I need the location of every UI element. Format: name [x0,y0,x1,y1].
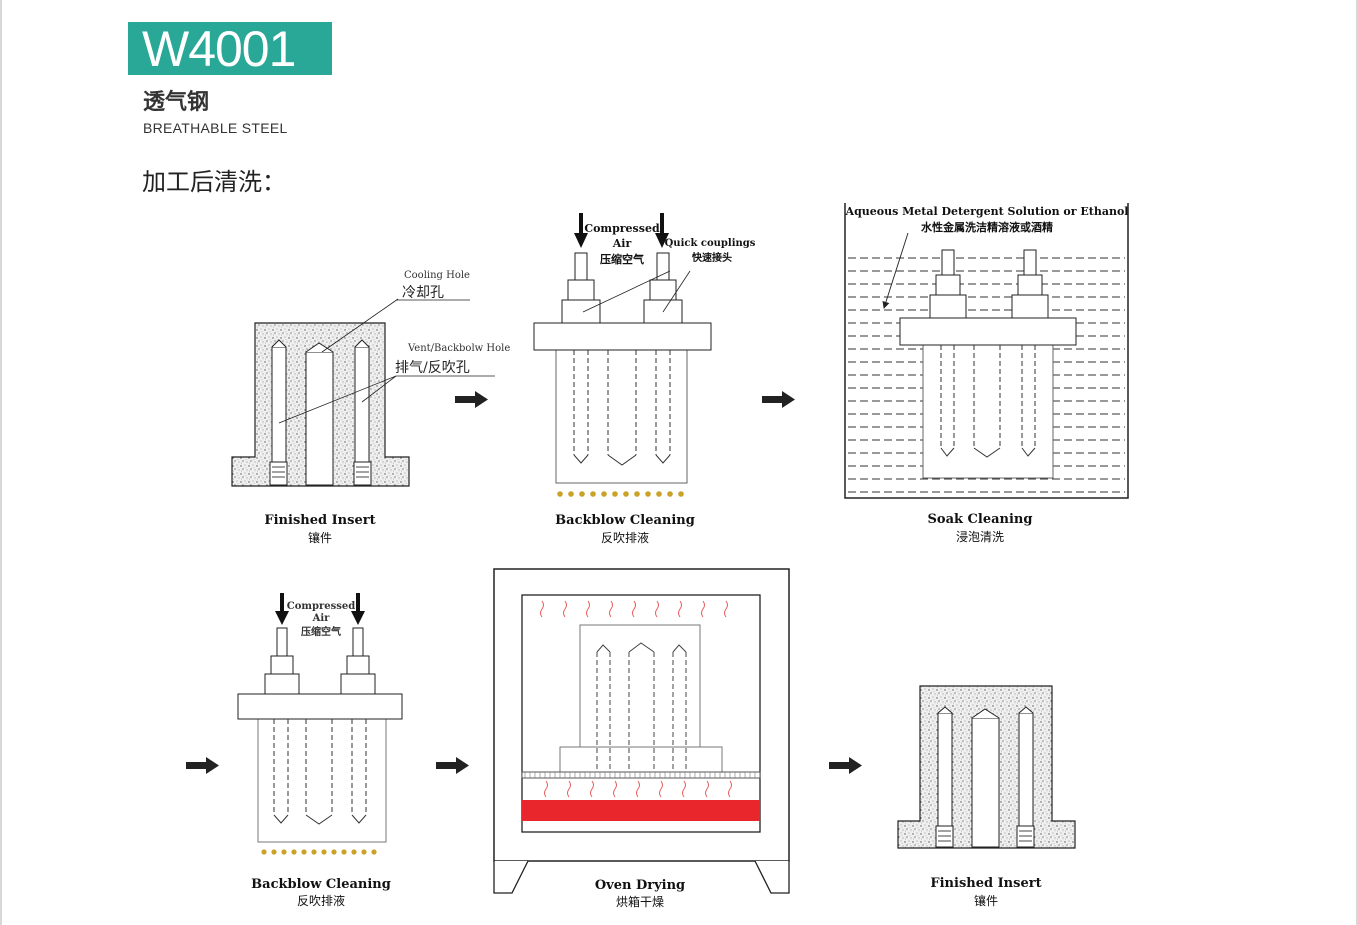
finished-insert-2-drawing [897,685,1076,849]
step1-caption-en: Finished Insert [264,513,375,528]
heat-wave [544,780,548,798]
compressed-air-2-label-cn: 压缩空气 [301,625,341,638]
product-title-cn: 透气钢 [143,90,210,115]
compressed-air-2-label-1: Compressed [287,601,355,612]
heat-wave [659,780,663,798]
step6-caption-cn: 镶件 [974,893,998,908]
solution-label-cn: 水性金属洗洁精溶液或酒精 [921,220,1053,234]
page-border-right [1356,0,1358,925]
step2-caption-cn: 反吹排液 [601,530,649,545]
heat-wave [724,600,728,618]
compressed-air-label-1: Compressed [584,222,660,235]
product-code-badge: W4001 [128,22,332,76]
section-title: 加工后清洗： [142,168,286,196]
step3-caption-cn: 浸泡清洗 [956,530,1004,544]
heat-wave [540,600,544,618]
cooling-hole-label-cn: 冷却孔 [402,285,444,301]
flow-arrow-3 [186,757,219,774]
finished-insert-drawing: Cooling Hole 冷却孔 Vent/Backbolw Hole 排气/反… [231,270,510,487]
flow-arrow-1 [455,391,488,408]
heat-wave [632,600,636,618]
soak-cleaning-drawing: Aqueous Metal Detergent Solution or Etha… [844,203,1129,499]
heat-wave [655,600,659,618]
step1-caption-cn: 镶件 [308,530,332,545]
heat-wave [563,600,567,618]
heat-wave [682,780,686,798]
step3-caption-en: Soak Cleaning [928,512,1033,527]
heat-wave [678,600,682,618]
vent-hole-label-cn: 排气/反吹孔 [395,360,470,376]
flow-arrow-5 [829,757,862,774]
heat-wave [590,780,594,798]
step4-caption-cn: 反吹排液 [297,893,345,908]
flow-arrow-2 [762,391,795,408]
quick-couplings-label-cn: 快速接头 [691,251,732,264]
heat-wave [705,780,709,798]
compressed-air-2-label-2: Air [312,613,331,624]
step6-caption-en: Finished Insert [930,876,1041,891]
heat-wave [701,600,705,618]
heat-wave [613,780,617,798]
flow-arrow-4 [436,757,469,774]
heat-wave [636,780,640,798]
heat-wave [728,780,732,798]
step5-caption-cn: 烘箱干燥 [616,894,664,909]
compressed-air-label-2: Air [612,237,632,250]
heat-wave [609,600,613,618]
step4-caption-en: Backblow Cleaning [251,877,391,892]
vent-hole-label-en: Vent/Backbolw Hole [407,343,510,354]
step5-caption-en: Oven Drying [595,878,685,893]
backblow-cleaning-drawing: Compressed Air 压缩空气 Quick couplings 快速接头 [533,213,756,497]
oven-drying-drawing [493,568,790,894]
compressed-air-label-cn: 压缩空气 [600,252,644,266]
quick-couplings-label-en: Quick couplings [665,238,756,249]
page-border-left [0,0,2,925]
heat-wave [567,780,571,798]
backblow-cleaning-2-drawing: Compressed Air 压缩空气 [237,593,403,855]
solution-label-en: Aqueous Metal Detergent Solution or Etha… [845,205,1129,218]
heat-wave [586,600,590,618]
product-title-en: BREATHABLE STEEL [143,120,288,136]
step2-caption-en: Backblow Cleaning [555,513,695,528]
cooling-hole-label-en: Cooling Hole [404,270,470,281]
